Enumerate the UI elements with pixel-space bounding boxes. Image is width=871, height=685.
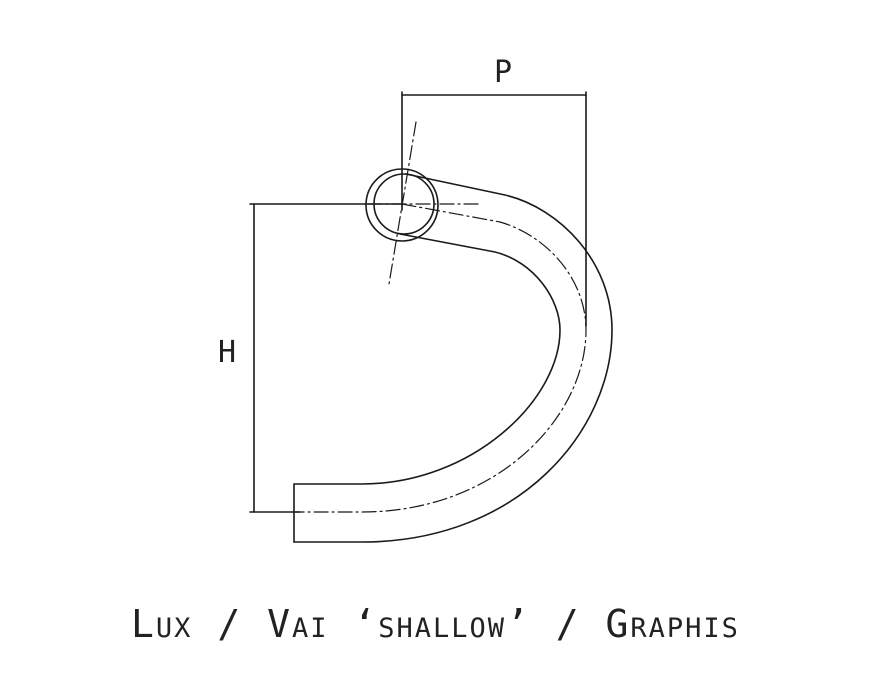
clamp-centerline-angled [388,121,417,285]
tube-inner-edge [293,233,561,485]
tube-outer-edge [293,173,613,543]
diagram-caption: Lux / Vai ‘shallow’ / Graphis [131,602,740,646]
clamp-outer-circle [365,168,439,242]
dim-p-label: P [494,55,512,90]
dim-h-label: H [218,335,236,370]
tube-centerline [293,203,587,513]
